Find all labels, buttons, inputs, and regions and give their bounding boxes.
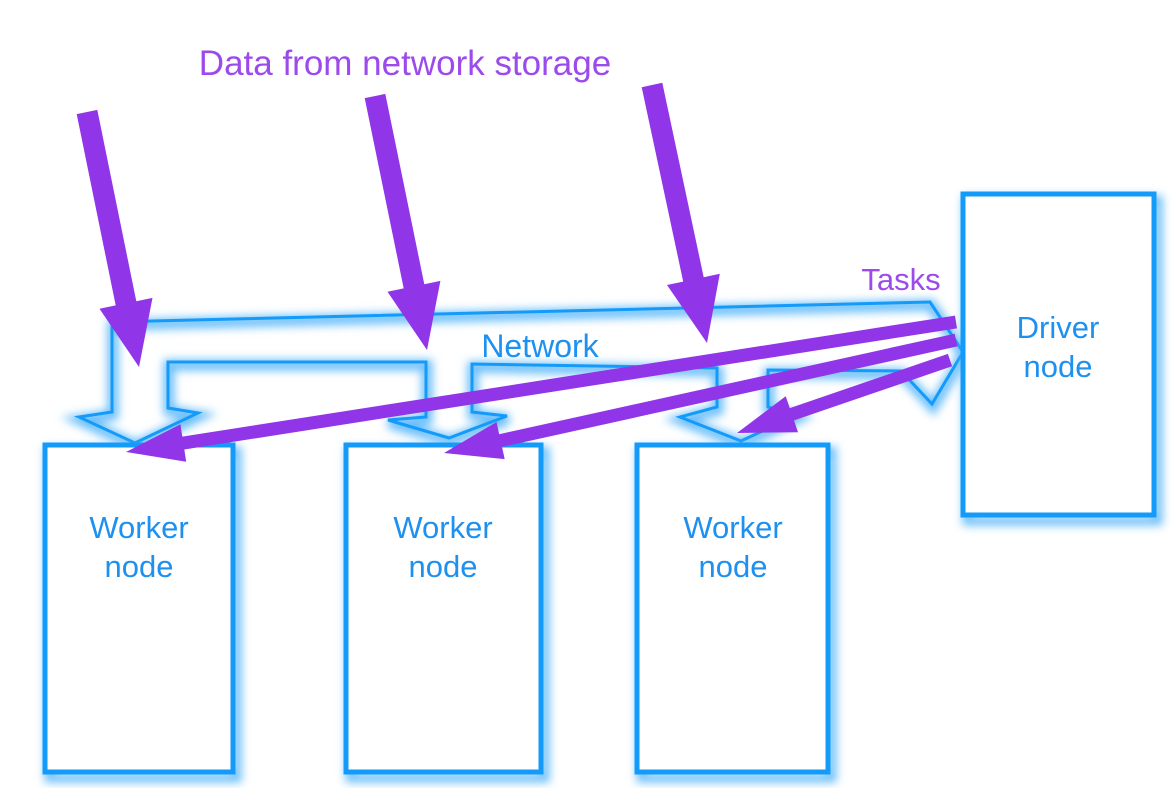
driver-node-label-line2: node xyxy=(1024,349,1093,384)
worker-node-1-label-line1: Worker xyxy=(89,510,188,545)
task-arrow-to-worker-3 xyxy=(737,353,953,433)
data-arrows xyxy=(76,82,720,368)
driver-node-label-line1: Driver xyxy=(1017,310,1100,345)
worker-node-3-box xyxy=(634,442,831,775)
worker-node-3-label-line2: node xyxy=(699,549,768,584)
network-shape-body xyxy=(79,302,963,443)
tasks-label: Tasks xyxy=(861,262,940,297)
worker-node-2-label-line1: Worker xyxy=(393,510,492,545)
network-label: Network xyxy=(481,328,599,364)
worker-node-3-label-line1: Worker xyxy=(683,510,782,545)
task-arrow-to-worker-1 xyxy=(126,315,957,462)
driver-node xyxy=(960,191,1163,526)
worker-node-1-label-line2: node xyxy=(105,549,174,584)
data-arrow-1 xyxy=(76,109,153,368)
network-shape-outline xyxy=(73,300,965,445)
worker-node-3-label: Worker node xyxy=(683,510,782,584)
network-shape xyxy=(61,299,971,453)
worker-node-1 xyxy=(42,442,242,783)
data-arrow-2 xyxy=(364,93,441,351)
worker-node-2-box xyxy=(343,442,544,775)
task-arrow-to-worker-2 xyxy=(444,333,958,460)
driver-node-label: Driver node xyxy=(1017,310,1100,384)
worker-node-2 xyxy=(343,442,550,783)
worker-node-1-label: Worker node xyxy=(89,510,188,584)
task-arrows xyxy=(126,315,958,462)
worker-node-1-box xyxy=(42,442,236,775)
diagram-title: Data from network storage xyxy=(199,44,611,83)
data-arrow-3 xyxy=(641,82,720,344)
worker-node-2-label-line2: node xyxy=(409,549,478,584)
worker-node-3 xyxy=(634,442,837,783)
worker-node-2-label: Worker node xyxy=(393,510,492,584)
driver-node-box xyxy=(960,191,1157,518)
